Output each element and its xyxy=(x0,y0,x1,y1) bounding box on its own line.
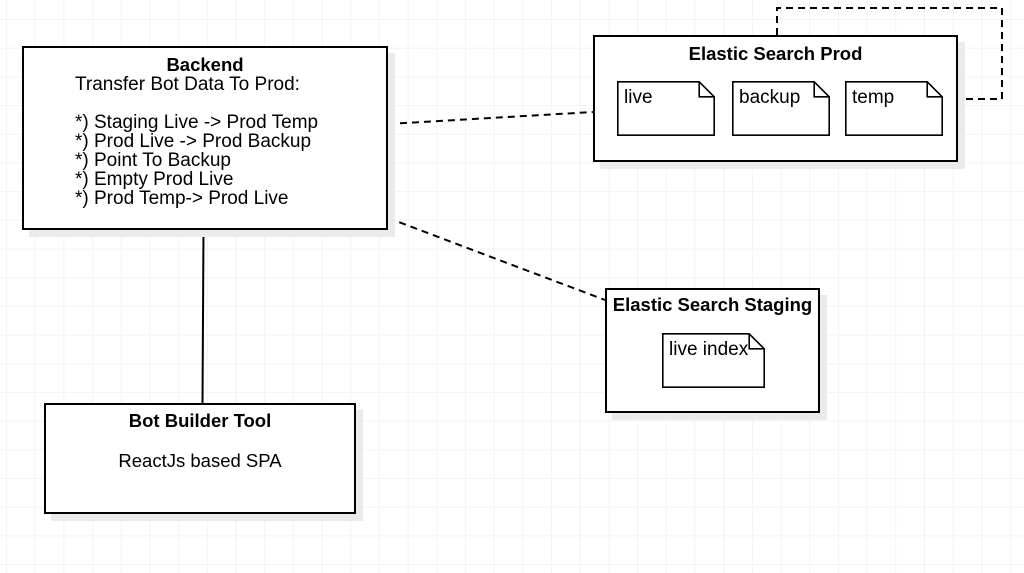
node-backend-body: Transfer Bot Data To Prod: *) Staging Li… xyxy=(75,74,319,209)
note-icon xyxy=(732,81,830,136)
note-icon xyxy=(617,81,715,136)
note-icon xyxy=(845,81,943,136)
note-icon xyxy=(662,333,765,388)
note-label: live xyxy=(624,87,653,108)
note-temp-index-prod[interactable]: temp xyxy=(845,81,943,136)
node-bot-builder-tool-title: Bot Builder Tool xyxy=(128,410,272,431)
edge-elastic-search-prod-self-loop[interactable] xyxy=(776,7,1003,100)
node-backend[interactable]: Backend Transfer Bot Data To Prod: *) St… xyxy=(22,46,388,230)
note-label: backup xyxy=(739,87,801,108)
node-elastic-search-staging[interactable]: Elastic Search Staging live index xyxy=(605,288,820,413)
note-live-index-staging[interactable]: live index xyxy=(662,333,765,388)
node-elastic-search-staging-title: Elastic Search Staging xyxy=(612,294,813,315)
node-elastic-search-prod-title: Elastic Search Prod xyxy=(688,43,863,64)
node-backend-title: Backend xyxy=(166,54,244,75)
note-label: temp xyxy=(852,87,895,108)
edge-backend-to-elastic-search-staging[interactable] xyxy=(387,217,606,301)
node-bot-builder-tool[interactable]: Bot Builder Tool ReactJs based SPA xyxy=(44,403,356,514)
note-backup-index-prod[interactable]: backup xyxy=(732,81,830,136)
edge-backend-to-bot-builder-tool[interactable] xyxy=(201,229,205,404)
note-live-index-prod[interactable]: live xyxy=(617,81,715,136)
node-bot-builder-tool-body: ReactJs based SPA xyxy=(118,450,282,471)
edge-backend-to-elastic-search-prod[interactable] xyxy=(387,111,594,125)
note-label: live index xyxy=(669,339,749,360)
node-elastic-search-prod[interactable]: Elastic Search Prod live backup temp xyxy=(593,35,958,162)
